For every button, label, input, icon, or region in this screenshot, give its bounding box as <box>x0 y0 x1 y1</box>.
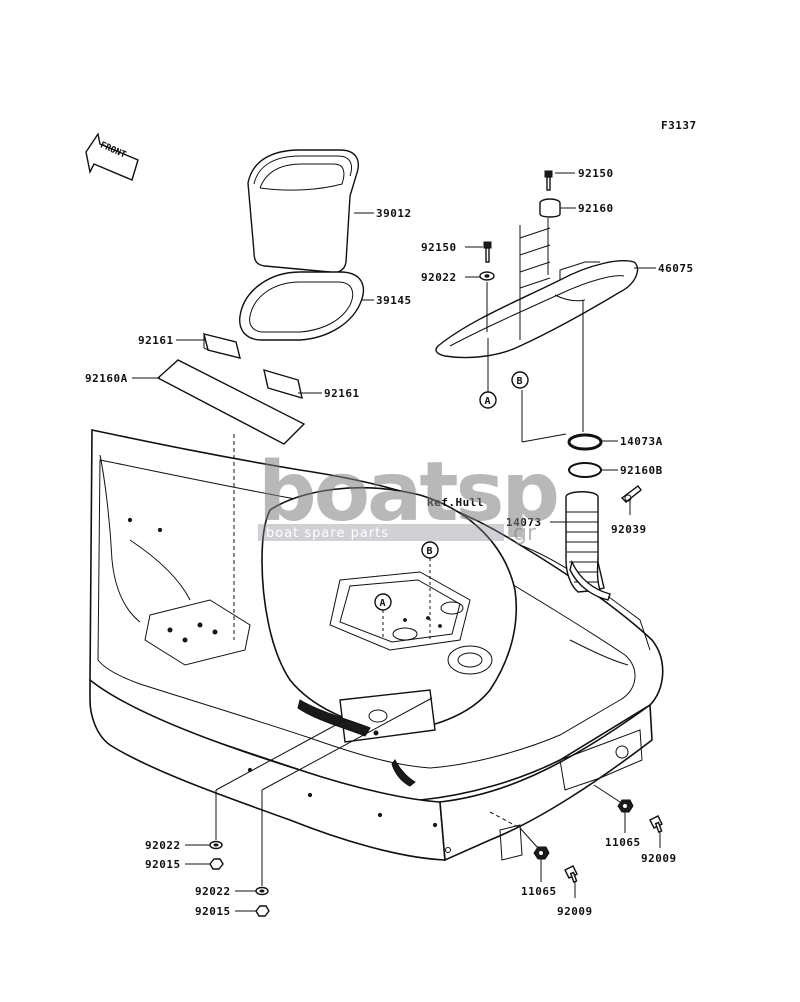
washer-92022-low2 <box>255 886 269 896</box>
pad-92161-right <box>263 368 303 400</box>
watermark-tagline: boat spare parts <box>266 526 389 541</box>
part-label-92160a: 92160A <box>85 372 128 385</box>
watermark-logo: boatsp .gr boat spare parts <box>258 445 560 546</box>
gasket-39145 <box>239 271 365 341</box>
washer-92022-low1 <box>209 840 223 850</box>
leader-lines <box>132 172 661 912</box>
figure-code: F3137 <box>661 119 697 132</box>
part-label-11065-low: 11065 <box>521 885 557 898</box>
part-label-92161-left: 92161 <box>138 334 174 347</box>
part-label-14073: 14073 <box>506 516 542 529</box>
part-label-92022-low2: 92022 <box>195 885 231 898</box>
nut-92015-low1 <box>209 858 224 870</box>
part-label-92009-low: 92009 <box>557 905 593 918</box>
sheet-92160a <box>156 359 306 445</box>
part-label-92161-right: 92161 <box>324 387 360 400</box>
part-label-92015-low1: 92015 <box>145 858 181 871</box>
handle-46075 <box>435 260 639 359</box>
ring-92160b <box>568 462 602 478</box>
part-label-46075: 46075 <box>658 262 694 275</box>
part-label-92022-top: 92022 <box>421 271 457 284</box>
svg-text:B: B <box>427 546 433 557</box>
part-label-39012: 39012 <box>376 207 412 220</box>
part-label-92039: 92039 <box>611 523 647 536</box>
washer-92022-top <box>479 271 495 281</box>
callout-a-upper: A <box>479 391 497 409</box>
watermark-brand: boatsp <box>258 445 557 540</box>
part-label-92015-low2: 92015 <box>195 905 231 918</box>
svg-text:A: A <box>380 598 386 609</box>
callout-b-lower: B <box>421 541 439 559</box>
watermark-bar <box>258 524 504 541</box>
bolt-92150-top <box>544 170 553 191</box>
callout-b-upper: B <box>511 371 529 389</box>
nut-11065-right <box>617 799 634 813</box>
nut-11065-low <box>533 846 550 860</box>
pad-92161-left <box>203 333 241 359</box>
collar-92160 <box>539 198 561 218</box>
part-label-39145: 39145 <box>376 294 412 307</box>
svg-text:B: B <box>517 376 523 387</box>
svg-text:A: A <box>485 396 491 407</box>
part-label-92009-right: 92009 <box>641 852 677 865</box>
ref-hull-label: Ref.Hull <box>427 496 484 509</box>
part-label-92160: 92160 <box>578 202 614 215</box>
part-labels: 39012 39145 92161 92161 92160A 92150 921… <box>85 167 694 918</box>
hull-drawing <box>89 429 664 862</box>
part-label-11065-right: 11065 <box>605 836 641 849</box>
callout-a-lower: A <box>374 593 392 611</box>
part-label-92022-low1: 92022 <box>145 839 181 852</box>
part-label-92150-mid: 92150 <box>421 241 457 254</box>
watermark-tld: .gr <box>506 521 537 546</box>
bolt-92150-mid <box>483 241 492 263</box>
hose-14073 <box>565 491 611 601</box>
part-label-14073a: 14073A <box>620 435 663 448</box>
storage-bin-39012 <box>247 149 359 274</box>
part-label-92150-top: 92150 <box>578 167 614 180</box>
front-arrow-icon: FRONT <box>85 132 139 181</box>
seal-14073a <box>567 433 603 451</box>
bolt-92009-low <box>564 865 578 883</box>
clamp-92039 <box>620 485 642 503</box>
part-label-92160b: 92160B <box>620 464 663 477</box>
bolt-92009-right <box>649 815 663 833</box>
nut-92015-low2 <box>255 905 270 917</box>
